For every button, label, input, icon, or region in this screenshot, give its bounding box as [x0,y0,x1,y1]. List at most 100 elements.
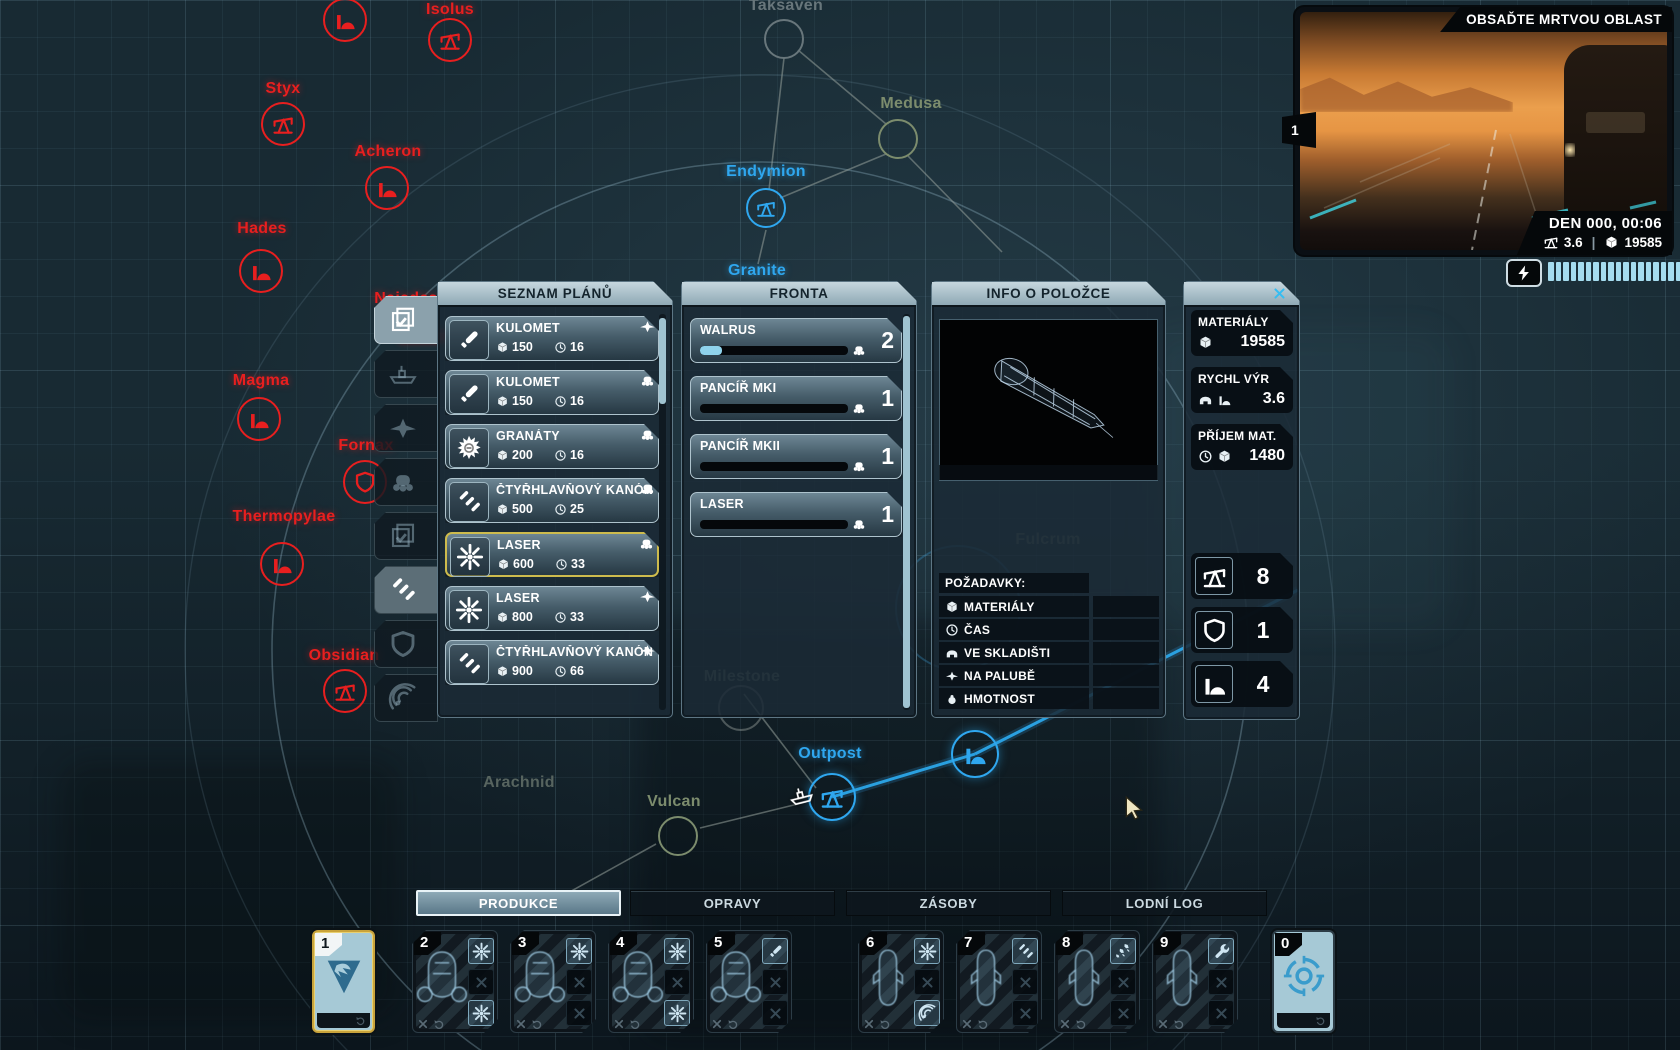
map-node-taksaven[interactable] [764,19,804,59]
plan-list-item[interactable]: ČTYŘHLAVŇOVÝ KANÓN 900 66 [445,640,659,685]
map-node-acheron[interactable] [365,166,409,210]
card-footer [317,1013,370,1028]
plans-scrollbar-thumb[interactable] [659,318,666,404]
queue-item-name: WALRUS [700,323,756,337]
slot-laser[interactable] [914,938,940,964]
map-node-thermopylae[interactable] [260,542,304,586]
card-unit-walrus[interactable]: 3 [510,930,596,1033]
separator: | [1591,234,1596,250]
queue-item[interactable]: LASER 1 [690,492,902,537]
power-segment [1653,262,1659,281]
slot-laser[interactable] [468,938,494,964]
tab-lodn-log[interactable]: LODNÍ LOG [1062,890,1267,916]
map-label-arachnid: Arachnid [483,774,555,791]
card-unit-manta[interactable]: 6 [858,930,944,1033]
sidebar-tab-sonar[interactable] [374,674,438,722]
plan-list-item[interactable]: GRANÁTY 200 16 [445,424,659,469]
map-node-medusa[interactable] [878,119,918,159]
walrus-icon [851,342,867,358]
map-node-isolus[interactable] [428,18,472,62]
power-segment [1645,262,1651,281]
card-unit-manta[interactable]: 9 [1152,930,1238,1033]
sidebar-tab-carrier[interactable] [374,350,438,398]
sidebar-tab-manta[interactable] [374,404,438,452]
carrier-marker-icon[interactable] [785,779,817,811]
card-unit-walrus[interactable]: 2 [412,930,498,1033]
power-segment [1600,262,1606,281]
map-node-outpost[interactable] [808,773,856,821]
map-node-obsidian[interactable] [323,669,367,713]
slot-sonar[interactable] [914,1000,940,1026]
card-actions [961,1018,989,1030]
map-node-endymion[interactable] [746,188,786,228]
slot-laser[interactable] [664,1000,690,1026]
empty-slot[interactable] [1110,969,1136,995]
unit-icon-wrap [639,588,656,610]
queue-item[interactable]: WALRUS 2 [690,318,902,363]
sidebar-tab-shield[interactable] [374,620,438,668]
empty-slot[interactable] [762,969,788,995]
laser-icon [472,942,491,961]
wrench-icon [1212,942,1231,961]
slot-rockets[interactable] [1110,938,1136,964]
card-unit-manta[interactable]: 8 [1054,930,1140,1033]
slot-laser[interactable] [566,938,592,964]
empty-slot[interactable] [468,969,494,995]
slot-laser[interactable] [664,938,690,964]
plan-list-item[interactable]: LASER 800 33 [445,586,659,631]
tab-opravy[interactable]: OPRAVY [630,890,835,916]
map-node-magma[interactable] [237,397,281,441]
queue-scrollbar-thumb[interactable] [903,316,910,708]
empty-slot[interactable] [1012,1000,1038,1026]
card-unit-walrus[interactable]: 4 [608,930,694,1033]
empty-slot[interactable] [1110,1000,1136,1026]
map-node-vulcan[interactable] [658,816,698,856]
sidebar-tab-walrus[interactable] [374,458,438,506]
queue-item[interactable]: PANCÍŘ MKII 1 [690,434,902,479]
slot-bullets3[interactable] [1012,938,1038,964]
close-icon[interactable] [1272,286,1287,301]
walrus-silhouette [513,945,567,1013]
card-unit-manta[interactable]: 7 [956,930,1042,1033]
plan-list-item[interactable]: LASER 600 33 [445,532,659,577]
xmark-icon [863,1018,875,1030]
card-eagle[interactable]: 1 [312,930,375,1033]
viewport-slot-tab[interactable]: 1 [1282,112,1316,148]
empty-slot[interactable] [762,1000,788,1026]
slot-bullet[interactable] [762,938,788,964]
empty-slot[interactable] [914,969,940,995]
slot-wrench[interactable] [1208,938,1234,964]
map-node-factory[interactable] [323,0,367,42]
count-icon-box [1195,665,1233,703]
power-segment [1675,262,1680,281]
plan-list-item[interactable]: KULOMET 150 16 [445,316,659,361]
card-hotkey: 4 [610,932,637,955]
empty-slot[interactable] [1208,969,1234,995]
undo-icon [1173,1018,1185,1030]
card-unit-walrus[interactable]: 5 [706,930,792,1033]
empty-slot[interactable] [566,969,592,995]
clock-icon [1198,449,1213,464]
slot-laser[interactable] [468,1000,494,1026]
materials-icon [497,558,510,571]
empty-slot[interactable] [566,1000,592,1026]
queue-scrollbar[interactable] [903,314,910,710]
card-target[interactable]: 0 [1272,930,1335,1033]
tab-produkce[interactable]: PRODUKCE [416,890,621,916]
camera-viewport[interactable]: OBSAĎTE MRTVOU OBLAST 1 DEN 000, 00:06 3… [1282,7,1672,255]
sidebar-tab-docscheck[interactable] [374,512,438,560]
map-node-factory[interactable] [951,730,999,778]
sidebar-tab-docscheck[interactable] [374,296,438,344]
empty-slot[interactable] [1208,1000,1234,1026]
queue-item[interactable]: PANCÍŘ MKI 1 [690,376,902,421]
sidebar-tab-bullets3[interactable] [374,566,438,614]
empty-slot[interactable] [664,969,690,995]
empty-slot[interactable] [1012,969,1038,995]
map-node-hades[interactable] [239,249,283,293]
plan-list-item[interactable]: KULOMET 150 16 [445,370,659,415]
tab-z-soby[interactable]: ZÁSOBY [846,890,1051,916]
derrick-icon [1201,563,1228,590]
plan-list-item[interactable]: ČTYŘHLAVŇOVÝ KANÓN 500 25 [445,478,659,523]
map-node-styx[interactable] [261,102,305,146]
plans-scrollbar[interactable] [659,314,666,710]
